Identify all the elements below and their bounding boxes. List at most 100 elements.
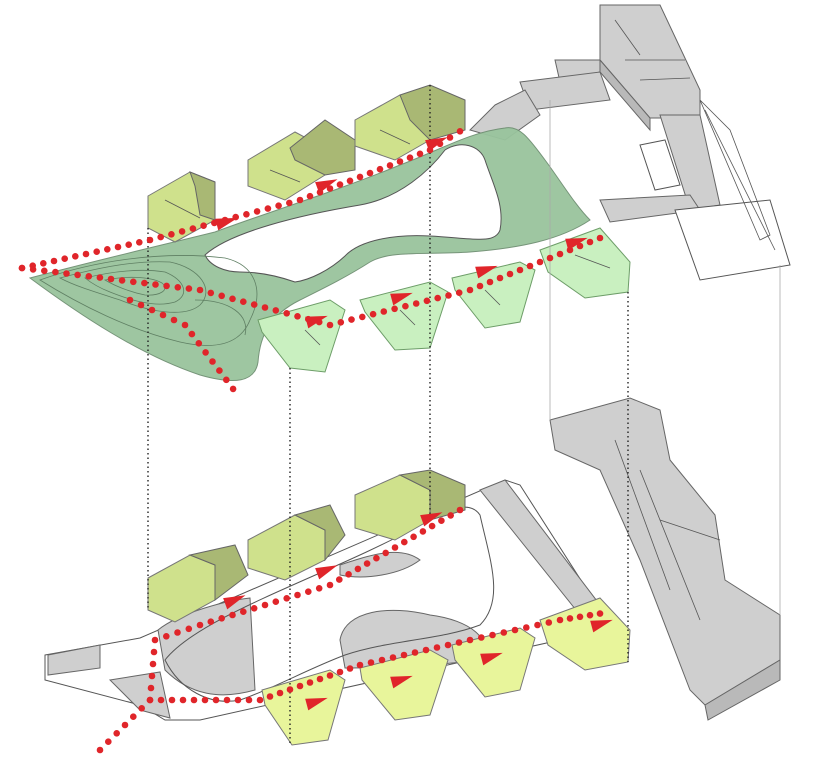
route-dot: [545, 619, 553, 626]
route-dot: [168, 231, 175, 238]
route-dot: [380, 308, 388, 315]
route-dot: [178, 228, 186, 235]
circulation-route: [18, 128, 613, 754]
route-dot: [389, 654, 397, 661]
route-dot: [326, 321, 334, 329]
route-dot: [356, 661, 364, 669]
route-arrow: [223, 595, 246, 610]
route-dot: [326, 185, 334, 192]
route-dot: [576, 242, 584, 250]
route-dot: [596, 610, 604, 617]
route-dot: [466, 286, 474, 294]
route-dot: [433, 644, 441, 651]
route-arrow: [425, 137, 448, 152]
route-dot: [150, 648, 158, 656]
route-dot: [196, 621, 204, 629]
route-dot: [596, 234, 604, 242]
route-dot: [283, 595, 291, 602]
route-dot: [306, 192, 314, 200]
route-arrow: [390, 675, 413, 689]
route-dot: [378, 656, 386, 664]
route-dot: [348, 316, 355, 323]
route-dot: [195, 340, 203, 347]
route-dot: [202, 349, 209, 356]
route-dot: [416, 150, 424, 158]
route-dot: [294, 313, 301, 320]
route-dot: [315, 585, 323, 592]
route-dot: [201, 696, 209, 704]
route-arrow: [420, 512, 443, 527]
route-dot: [478, 634, 485, 641]
route-dot: [185, 625, 193, 633]
route-dot: [276, 689, 284, 697]
route-dot: [229, 295, 236, 303]
route-dot: [141, 279, 148, 287]
route-dot: [118, 277, 126, 284]
route-dot: [402, 302, 409, 310]
route-dot: [114, 243, 122, 251]
route-dot: [163, 633, 170, 640]
route-dot: [272, 598, 280, 605]
route-dot: [296, 196, 304, 204]
route-dot: [130, 713, 137, 720]
route-dot: [516, 266, 524, 274]
route-dot: [229, 611, 236, 619]
route-dot: [275, 202, 282, 209]
route-dot: [245, 696, 253, 704]
route-dot: [438, 517, 445, 524]
route-arrow: [315, 179, 338, 194]
route-dot: [382, 549, 390, 557]
route-dot: [406, 154, 414, 161]
route-dot: [359, 313, 366, 321]
route-dot: [137, 301, 145, 309]
route-dot: [96, 274, 104, 281]
route-dot: [326, 581, 334, 589]
route-arrow: [480, 652, 503, 666]
route-dot: [445, 292, 452, 299]
route-dot: [85, 273, 93, 280]
route-dot: [411, 649, 419, 656]
route-dot: [50, 257, 58, 265]
route-dot: [179, 696, 187, 704]
route-dot: [422, 646, 430, 654]
route-dot: [354, 565, 362, 573]
route-dot: [104, 246, 111, 253]
route-dot: [82, 250, 90, 258]
route-dot: [294, 591, 301, 599]
route-dot: [586, 611, 594, 619]
route-dot: [107, 275, 115, 283]
route-dot: [218, 292, 225, 300]
route-dot: [74, 271, 81, 279]
route-dot: [489, 631, 496, 639]
route-dot: [306, 679, 314, 686]
route-dot: [170, 316, 178, 324]
route-dot: [207, 618, 215, 625]
route-dot: [136, 239, 143, 246]
route-dot: [147, 684, 155, 692]
route-arrow: [590, 619, 613, 633]
route-dot: [396, 158, 404, 165]
route-dot: [496, 274, 504, 282]
route-dot: [196, 286, 204, 294]
route-dot: [419, 528, 427, 535]
route-dot: [157, 696, 165, 704]
route-dot: [188, 330, 196, 338]
route-dot: [367, 659, 375, 666]
route-dot: [223, 376, 230, 384]
route-dot: [125, 241, 132, 248]
route-dot: [455, 639, 463, 646]
route-dot: [556, 250, 564, 258]
route-dot: [163, 282, 170, 290]
route-dot: [61, 255, 68, 262]
route-dot: [373, 554, 380, 562]
route-dot: [400, 651, 408, 659]
route-dot: [264, 205, 272, 212]
route-dot: [40, 260, 47, 267]
route-dot: [130, 278, 137, 286]
route-dot: [337, 319, 345, 326]
route-dot: [146, 236, 154, 244]
route-dot: [253, 208, 261, 215]
route-dot: [456, 128, 464, 135]
route-dot: [446, 134, 454, 141]
